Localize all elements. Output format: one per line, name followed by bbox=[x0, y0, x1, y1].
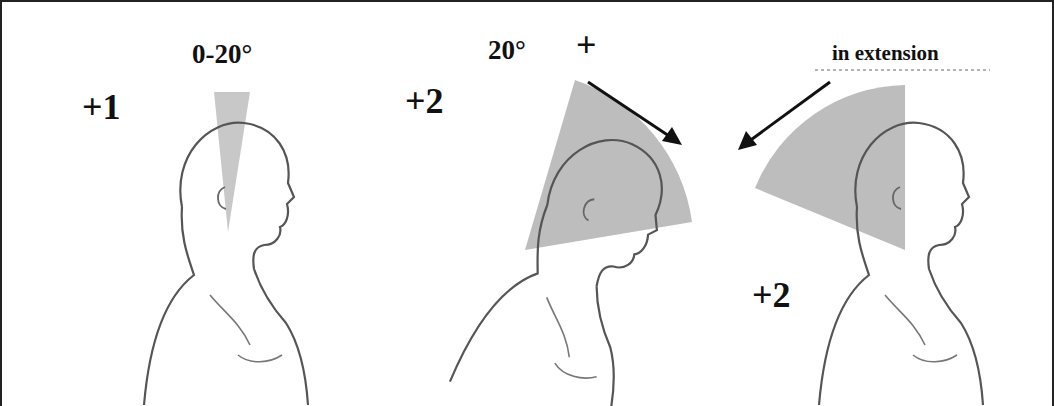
head-figure bbox=[144, 123, 308, 405]
angle-sector bbox=[525, 80, 692, 250]
plus-sign: + bbox=[576, 26, 597, 66]
extension-label: in extension bbox=[832, 42, 939, 65]
angle-sector bbox=[214, 92, 250, 232]
underline bbox=[815, 69, 990, 71]
score-label: +2 bbox=[405, 82, 444, 122]
angle-label: 20° bbox=[488, 36, 526, 66]
angle-sector bbox=[755, 85, 905, 250]
arrowhead bbox=[662, 127, 682, 145]
head-figure bbox=[819, 123, 983, 405]
score-label: +1 bbox=[82, 88, 121, 128]
arrowhead bbox=[738, 131, 757, 150]
angle-label: 0-20° bbox=[192, 40, 252, 70]
score-label: +2 bbox=[752, 276, 791, 316]
pointer-arrow bbox=[748, 82, 830, 142]
pointer-arrow bbox=[588, 82, 672, 138]
head-figure bbox=[450, 113, 693, 406]
